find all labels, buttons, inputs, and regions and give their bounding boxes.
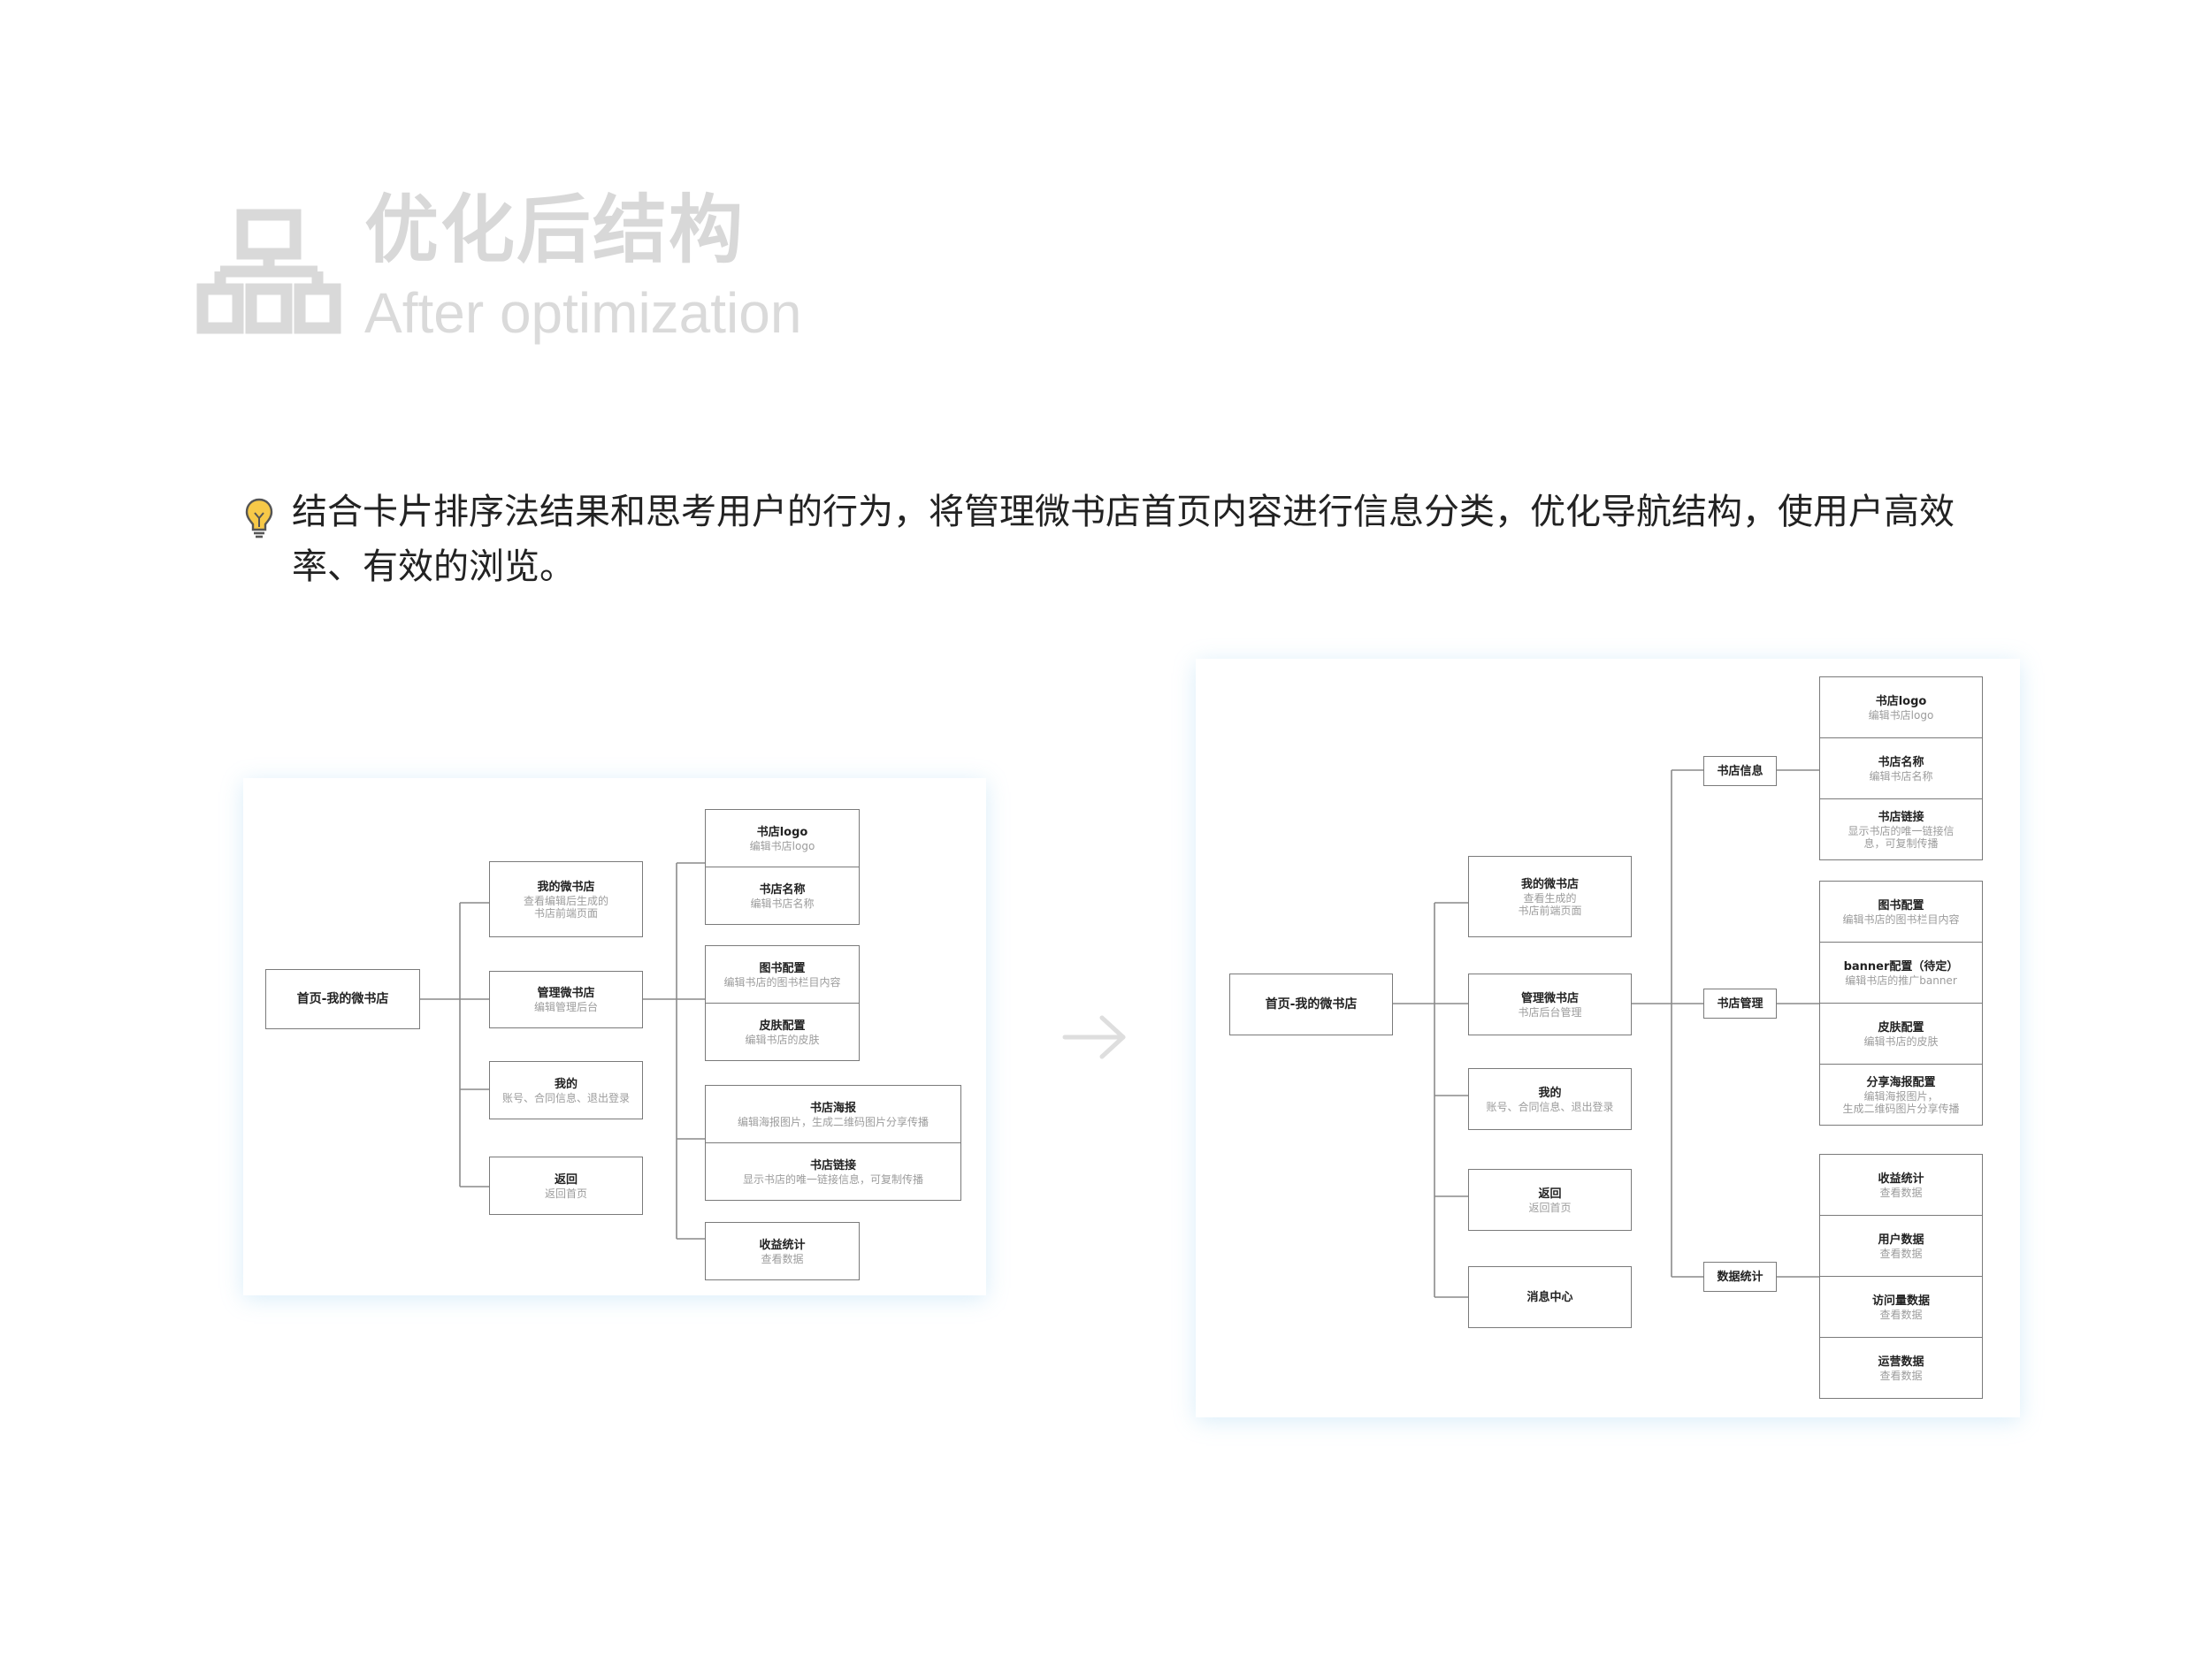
node-message-center: 消息中心 xyxy=(1468,1266,1632,1328)
group-store-management: 书店管理 xyxy=(1703,989,1777,1019)
node-title: 管理微书店 xyxy=(1520,991,1579,1005)
node-title: 图书配置 xyxy=(759,961,806,975)
arrow-right-icon xyxy=(1062,1015,1126,1059)
node-title: 返回 xyxy=(554,1172,578,1187)
intro-text: 结合卡片排序法结果和思考用户的行为，将管理微书店首页内容进行信息分类，优化导航结… xyxy=(292,492,1955,587)
root-node: 首页-我的微书店 xyxy=(265,969,420,1029)
node-revenue-stats: 收益统计 查看数据 xyxy=(1819,1154,1983,1216)
node-desc: 查看数据 xyxy=(1879,1369,1923,1382)
node-title: 书店logo xyxy=(756,825,808,839)
node-desc: 编辑书店名称 xyxy=(750,897,815,910)
node-title: banner配置（待定） xyxy=(1843,959,1959,974)
node-desc: 返回首页 xyxy=(544,1187,587,1200)
node-user-data: 用户数据 查看数据 xyxy=(1819,1215,1983,1277)
before-structure-panel: 首页-我的微书店 我的微书店 查看编辑后生成的 书店前端页面 管理微书店 编辑管… xyxy=(243,778,986,1295)
node-desc: 编辑海报图片， 生成二维码图片分享传播 xyxy=(1842,1089,1960,1115)
node-back: 返回 返回首页 xyxy=(489,1157,643,1215)
node-desc: 查看数据 xyxy=(1879,1308,1923,1321)
node-mine: 我的 账号、合同信息、退出登录 xyxy=(1468,1068,1632,1130)
node-store-logo: 书店logo 编辑书店logo xyxy=(705,809,860,867)
node-desc: 编辑书店的图书栏目内容 xyxy=(723,975,841,989)
node-share-poster-config: 分享海报配置 编辑海报图片， 生成二维码图片分享传播 xyxy=(1819,1064,1983,1126)
node-skin-config: 皮肤配置 编辑书店的皮肤 xyxy=(1819,1003,1983,1065)
node-revenue-stats: 收益统计 查看数据 xyxy=(705,1222,860,1280)
node-title: 书店logo xyxy=(1875,694,1927,708)
node-desc: 账号、合同信息、退出登录 xyxy=(501,1091,630,1104)
node-title: 书店名称 xyxy=(759,882,806,897)
group-title: 书店管理 xyxy=(1717,997,1763,1011)
node-desc: 查看编辑后生成的 书店前端页面 xyxy=(523,894,608,920)
node-back: 返回 返回首页 xyxy=(1468,1169,1632,1231)
node-desc: 查看数据 xyxy=(1879,1247,1923,1260)
root-node: 首页-我的微书店 xyxy=(1229,974,1393,1035)
node-desc: 编辑书店名称 xyxy=(1869,769,1933,783)
node-my-bookstore: 我的微书店 查看生成的 书店前端页面 xyxy=(1468,856,1632,937)
node-title: 首页-我的微书店 xyxy=(1265,997,1358,1012)
node-title: 收益统计 xyxy=(759,1238,806,1252)
node-store-poster: 书店海报 编辑海报图片，生成二维码图片分享传播 xyxy=(705,1085,961,1143)
node-title: 首页-我的微书店 xyxy=(296,991,389,1006)
node-desc: 编辑书店的推广banner xyxy=(1845,974,1957,987)
node-desc: 编辑管理后台 xyxy=(533,1001,598,1013)
node-skin-config: 皮肤配置 编辑书店的皮肤 xyxy=(705,1003,860,1061)
node-title: 消息中心 xyxy=(1526,1290,1573,1304)
after-structure-panel: 首页-我的微书店 我的微书店 查看生成的 书店前端页面 管理微书店 书店后台管理… xyxy=(1196,659,2020,1417)
node-store-name: 书店名称 编辑书店名称 xyxy=(705,867,860,925)
node-title: 管理微书店 xyxy=(537,987,595,1000)
node-title: 书店海报 xyxy=(809,1101,856,1115)
node-book-config: 图书配置 编辑书店的图书栏目内容 xyxy=(705,945,860,1004)
group-data-stats: 数据统计 xyxy=(1703,1262,1777,1292)
node-title: 用户数据 xyxy=(1878,1233,1924,1247)
node-store-logo: 书店logo 编辑书店logo xyxy=(1819,676,1983,738)
node-desc: 编辑书店logo xyxy=(1868,708,1934,722)
node-title: 我的 xyxy=(1538,1086,1562,1100)
group-title: 书店信息 xyxy=(1717,764,1763,778)
node-manage-bookstore: 管理微书店 书店后台管理 xyxy=(1468,974,1632,1035)
node-title: 收益统计 xyxy=(1878,1172,1924,1186)
node-desc: 查看生成的 书店前端页面 xyxy=(1518,891,1582,917)
node-store-name: 书店名称 编辑书店名称 xyxy=(1819,737,1983,799)
page-subtitle: After optimization xyxy=(364,281,802,345)
node-mine: 我的 账号、合同信息、退出登录 xyxy=(489,1061,643,1119)
node-title: 书店链接 xyxy=(809,1158,856,1172)
node-manage-bookstore: 管理微书店 编辑管理后台 xyxy=(489,971,643,1028)
node-title: 书店链接 xyxy=(1878,810,1924,824)
node-desc: 编辑海报图片，生成二维码图片分享传播 xyxy=(737,1115,929,1128)
node-traffic-data: 访问量数据 查看数据 xyxy=(1819,1276,1983,1338)
node-title: 返回 xyxy=(1538,1187,1562,1201)
node-title: 书店名称 xyxy=(1878,755,1924,769)
node-operations-data: 运营数据 查看数据 xyxy=(1819,1337,1983,1399)
node-desc: 编辑书店的皮肤 xyxy=(1863,1035,1939,1048)
node-title: 皮肤配置 xyxy=(1878,1020,1924,1035)
group-store-info: 书店信息 xyxy=(1703,756,1777,786)
node-title: 运营数据 xyxy=(1878,1355,1924,1369)
node-title: 图书配置 xyxy=(1878,898,1924,913)
node-title: 皮肤配置 xyxy=(759,1019,806,1033)
page-title: 优化后结构 xyxy=(364,187,746,273)
node-store-link: 书店链接 显示书店的唯一链接信 息，可复制传播 xyxy=(1819,798,1983,860)
node-desc: 账号、合同信息、退出登录 xyxy=(1486,1100,1614,1113)
node-desc: 显示书店的唯一链接信息，可复制传播 xyxy=(742,1172,923,1186)
node-title: 我的 xyxy=(554,1077,578,1091)
lightbulb-icon xyxy=(245,498,273,538)
node-desc: 查看数据 xyxy=(761,1252,804,1265)
node-desc: 编辑书店的皮肤 xyxy=(745,1033,820,1046)
org-chart-icon xyxy=(196,209,341,334)
node-title: 分享海报配置 xyxy=(1866,1075,1936,1089)
node-desc: 显示书店的唯一链接信 息，可复制传播 xyxy=(1848,824,1955,850)
node-title: 访问量数据 xyxy=(1871,1294,1930,1308)
node-book-config: 图书配置 编辑书店的图书栏目内容 xyxy=(1819,881,1983,943)
node-desc: 编辑书店logo xyxy=(749,839,815,852)
node-store-link: 书店链接 显示书店的唯一链接信息，可复制传播 xyxy=(705,1142,961,1201)
node-desc: 书店后台管理 xyxy=(1518,1005,1582,1019)
node-title: 我的微书店 xyxy=(1520,877,1579,891)
node-banner-config: banner配置（待定） 编辑书店的推广banner xyxy=(1819,942,1983,1004)
group-title: 数据统计 xyxy=(1717,1270,1763,1284)
node-title: 我的微书店 xyxy=(537,880,595,894)
connector-lines xyxy=(420,862,705,1240)
node-desc: 查看数据 xyxy=(1879,1186,1923,1199)
node-my-bookstore: 我的微书店 查看编辑后生成的 书店前端页面 xyxy=(489,861,643,937)
node-desc: 编辑书店的图书栏目内容 xyxy=(1842,913,1960,926)
node-desc: 返回首页 xyxy=(1528,1201,1572,1214)
